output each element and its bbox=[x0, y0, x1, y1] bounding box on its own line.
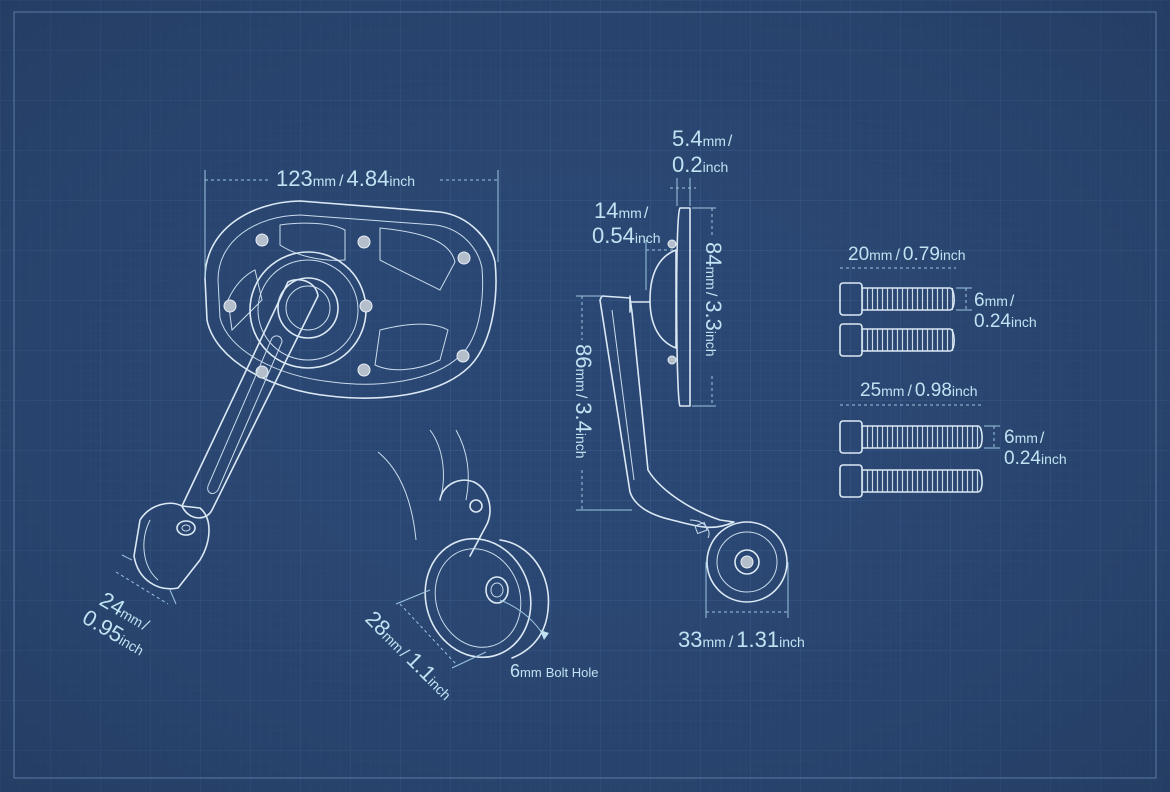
screw-hole-icon bbox=[456, 349, 470, 363]
frame-border bbox=[13, 11, 1157, 779]
screw-hole-icon bbox=[357, 235, 371, 249]
mirror-side-view bbox=[599, 207, 788, 603]
dim-mirror-thickness-inch: 0.2inch bbox=[672, 152, 728, 177]
dim-bolt-short-length: 20mm/0.79inch bbox=[848, 244, 966, 265]
dim-mirror-thickness-mm: 5.4mm/ bbox=[672, 126, 733, 151]
dim-mirror-height: 84mm/3.3inch bbox=[701, 242, 726, 357]
bolt-short-bottom bbox=[839, 323, 955, 357]
arrow-head-icon bbox=[540, 630, 549, 640]
dim-bolt-short-dia-inch: 0.24inch bbox=[974, 311, 1037, 332]
dim-ball-offset-mm: 14mm/ bbox=[594, 198, 649, 223]
dim-bolt-long-length: 25mm/0.98inch bbox=[860, 380, 978, 401]
dim-bolt-long-dia-inch: 0.24inch bbox=[1004, 448, 1067, 469]
dim-arm-height: 86mm/3.4inch bbox=[571, 344, 596, 459]
screw-hole-icon bbox=[667, 239, 677, 249]
dim-overall-width: 123mm/4.84inch bbox=[276, 166, 415, 191]
screw-hole-icon bbox=[357, 363, 371, 377]
dim-ball-offset-inch: 0.54inch bbox=[592, 223, 661, 248]
clamp-detail-view bbox=[377, 429, 550, 659]
dimension-lines bbox=[115, 170, 1000, 669]
screw-hole-icon bbox=[667, 355, 677, 365]
bolt-long-bottom bbox=[839, 464, 983, 498]
bolt-long-top bbox=[839, 420, 983, 454]
screw-hole-icon bbox=[359, 299, 373, 313]
bolt-short-top bbox=[839, 282, 955, 316]
screw-hole-icon bbox=[255, 233, 269, 247]
dim-bolt-long-dia-mm: 6mm/ bbox=[1004, 427, 1045, 448]
mirror-front-view bbox=[133, 200, 497, 590]
dim-bolt-short-dia-mm: 6mm/ bbox=[974, 290, 1015, 311]
screw-hole-icon bbox=[223, 299, 237, 313]
dim-clamp-diameter: 33mm/1.31inch bbox=[678, 627, 805, 652]
screw-hole-icon bbox=[457, 251, 471, 265]
bolt-hole-icon bbox=[740, 555, 754, 569]
bolts bbox=[839, 282, 983, 498]
